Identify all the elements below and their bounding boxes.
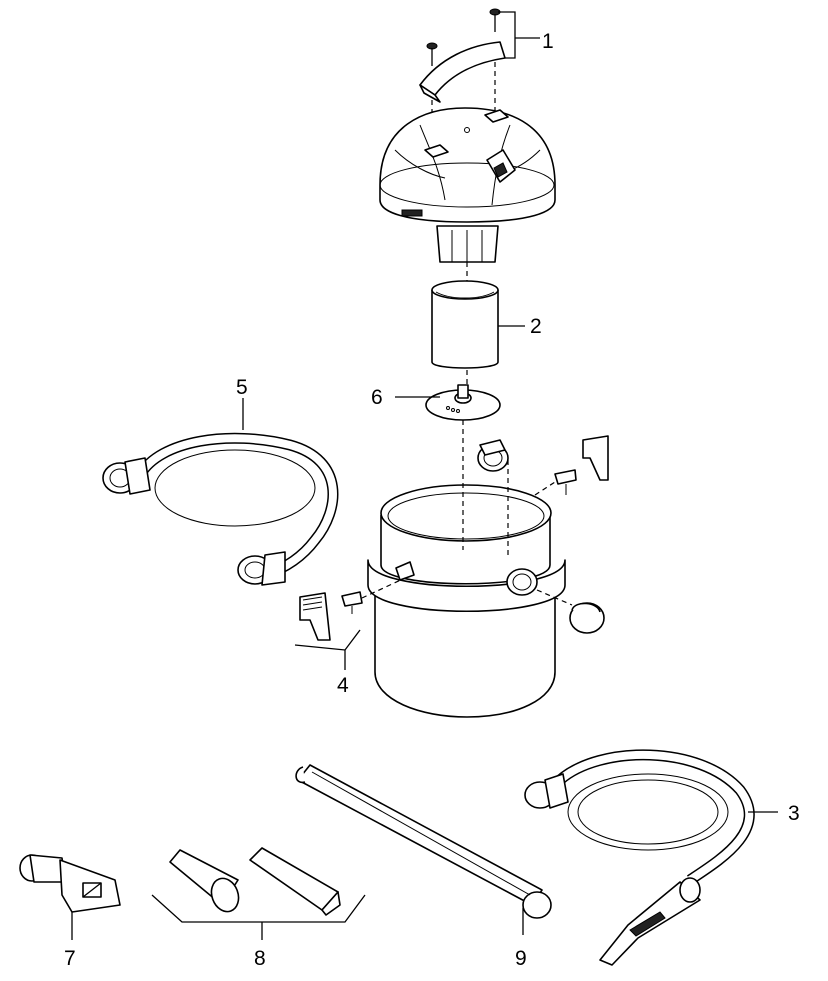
label-9: 9 <box>515 947 527 970</box>
label-4: 4 <box>337 674 349 697</box>
plug-cap <box>536 589 605 634</box>
label-5: 5 <box>236 376 248 399</box>
part-3-hose <box>524 749 778 966</box>
part-6-filter-disc <box>395 370 501 421</box>
label-6: 6 <box>371 386 383 409</box>
motor-head <box>379 107 556 263</box>
inlet-adapter <box>477 439 509 472</box>
label-1: 1 <box>542 30 554 53</box>
label-2: 2 <box>530 315 542 338</box>
part-2-filter <box>431 262 525 369</box>
label-3: 3 <box>788 802 800 825</box>
part-9-tube <box>295 764 552 935</box>
part-7-nozzle <box>19 854 121 940</box>
part-4-clip <box>294 577 406 670</box>
part-5-hose <box>102 398 339 586</box>
container-tank <box>367 420 566 718</box>
part-8-tools <box>151 847 366 940</box>
right-clip <box>534 435 609 496</box>
label-7: 7 <box>64 947 76 970</box>
label-8: 8 <box>254 947 266 970</box>
part-1-handle <box>419 8 540 150</box>
screw-icon <box>426 42 438 66</box>
